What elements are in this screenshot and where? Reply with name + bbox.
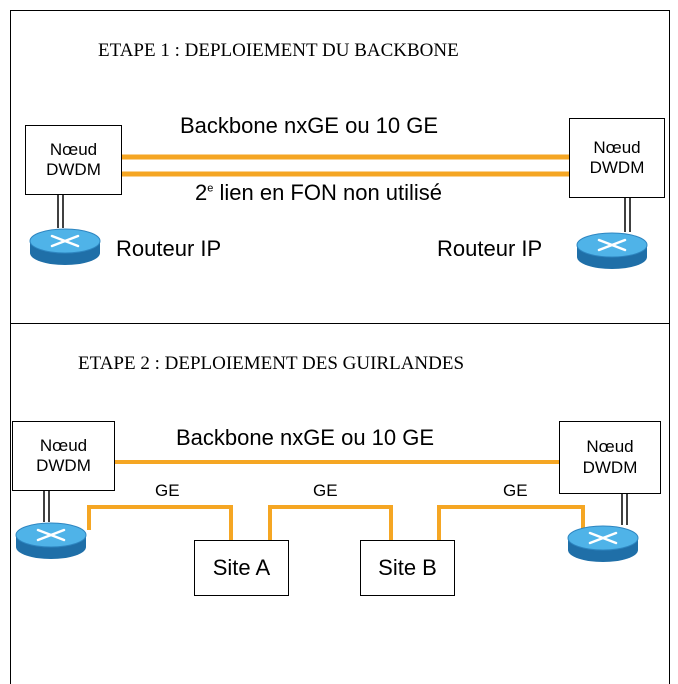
step1-left-dwdm-node: Nœud DWDM — [25, 125, 122, 195]
step2-right-dwdm-node: Nœud DWDM — [559, 421, 661, 494]
second-link-sup: e — [207, 182, 214, 195]
second-link-suffix: lien en FON non utilisé — [213, 180, 443, 205]
step1-title: ETAPE 1 : DEPLOIEMENT DU BACKBONE — [98, 40, 459, 61]
ge-label-3: GE — [503, 481, 528, 500]
step1-backbone-label: Backbone nxGE ou 10 GE — [180, 113, 439, 138]
step2-title: ETAPE 2 : DEPLOIEMENT DES GUIRLANDES — [78, 353, 465, 374]
ge-link-site-b-to-router — [437, 505, 585, 540]
step2-left-dwdm-node: Nœud DWDM — [12, 421, 115, 491]
ge-label-2: GE — [313, 481, 338, 500]
router-icon — [567, 525, 639, 562]
node-label-line2: DWDM — [36, 456, 91, 475]
second-link-prefix: 2 — [195, 180, 208, 205]
ge-link-site-a-to-site-b — [268, 505, 393, 540]
node-label-line2: DWDM — [46, 160, 101, 179]
step1-left-router-label: Routeur IP — [116, 236, 222, 261]
step2-backbone-label: Backbone nxGE ou 10 GE — [176, 425, 435, 450]
node-label-line1: Nœud — [49, 139, 98, 159]
node-label-line1: Nœud — [593, 137, 641, 157]
router-icon — [576, 232, 648, 269]
ge-label-1: GE — [155, 481, 180, 500]
site-b-box: Site B — [360, 540, 455, 596]
step1-second-link-label: 2e lien en FON non utilisé — [195, 180, 442, 206]
step2-panel — [10, 323, 670, 684]
node-label-line2: DWDM — [589, 158, 645, 177]
node-label-line2: DWDM — [582, 457, 638, 477]
site-b-label: Site B — [378, 554, 437, 580]
ge-link-router-to-site-a — [87, 505, 233, 540]
site-a-box: Site A — [194, 540, 289, 596]
node-label-line1: Nœud — [39, 435, 88, 455]
step1-right-router-label: Routeur IP — [437, 236, 543, 261]
node-label-line1: Nœud — [586, 437, 634, 457]
router-icon — [15, 522, 87, 559]
router-icon — [29, 228, 101, 265]
step1-right-dwdm-node: Nœud DWDM — [569, 118, 665, 198]
site-a-label: Site A — [212, 554, 271, 580]
